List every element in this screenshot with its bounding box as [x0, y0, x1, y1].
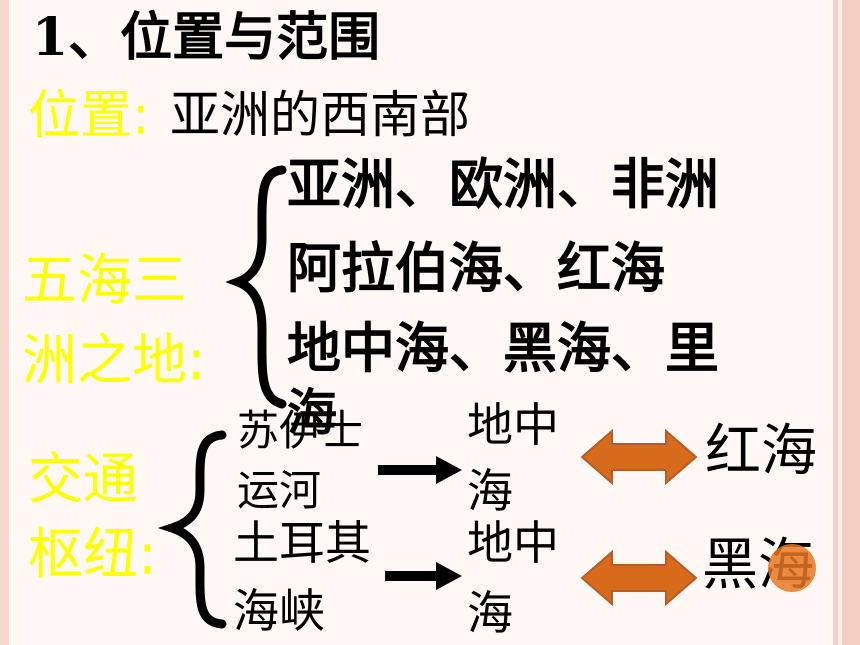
slide-frame-left [0, 0, 9, 645]
red-sea-label: 红海 [705, 419, 817, 484]
marker-dot [768, 544, 816, 592]
brace-hub [157, 430, 227, 629]
turkish-straits-label-line2: 海峡 [233, 584, 325, 638]
mediterranean-label-line2: 海 [467, 464, 513, 518]
five-seas-item: 亚洲、欧洲、非洲 [287, 153, 719, 216]
arrow-right-icon [378, 456, 462, 484]
mediterranean-label-line1: 地中 [467, 398, 559, 452]
double-arrow-icon [580, 549, 698, 607]
section-heading: 1、位置与范围 [32, 7, 381, 68]
position-value: 亚洲的西南部 [170, 86, 470, 144]
suez-canal-label-line1: 苏伊士 [237, 406, 364, 455]
slide-frame-right-stripe [838, 0, 842, 645]
five-seas-item: 海 [287, 384, 337, 442]
mediterranean-label-line1: 地中 [467, 516, 559, 570]
five-seas-label-line1: 五海三 [22, 248, 188, 312]
arrow-right-icon [385, 562, 462, 590]
slide-content [9, 0, 833, 645]
brace-five-seas [225, 165, 287, 409]
five-seas-label-line2: 洲之地: [22, 328, 206, 392]
hub-label-line2: 枢纽: [28, 522, 157, 586]
hub-label-line1: 交通 [28, 447, 139, 511]
mediterranean-label-line2: 海 [467, 586, 513, 640]
five-seas-item: 地中海、黑海、里 [287, 317, 719, 380]
suez-canal-label-line2: 运河 [237, 466, 322, 515]
turkish-straits-label-line1: 土耳其 [233, 516, 371, 570]
slide-frame-right [833, 0, 860, 645]
double-arrow-icon [580, 428, 698, 486]
five-seas-item: 阿拉伯海、红海 [287, 237, 665, 300]
position-label: 位置: [28, 86, 150, 146]
